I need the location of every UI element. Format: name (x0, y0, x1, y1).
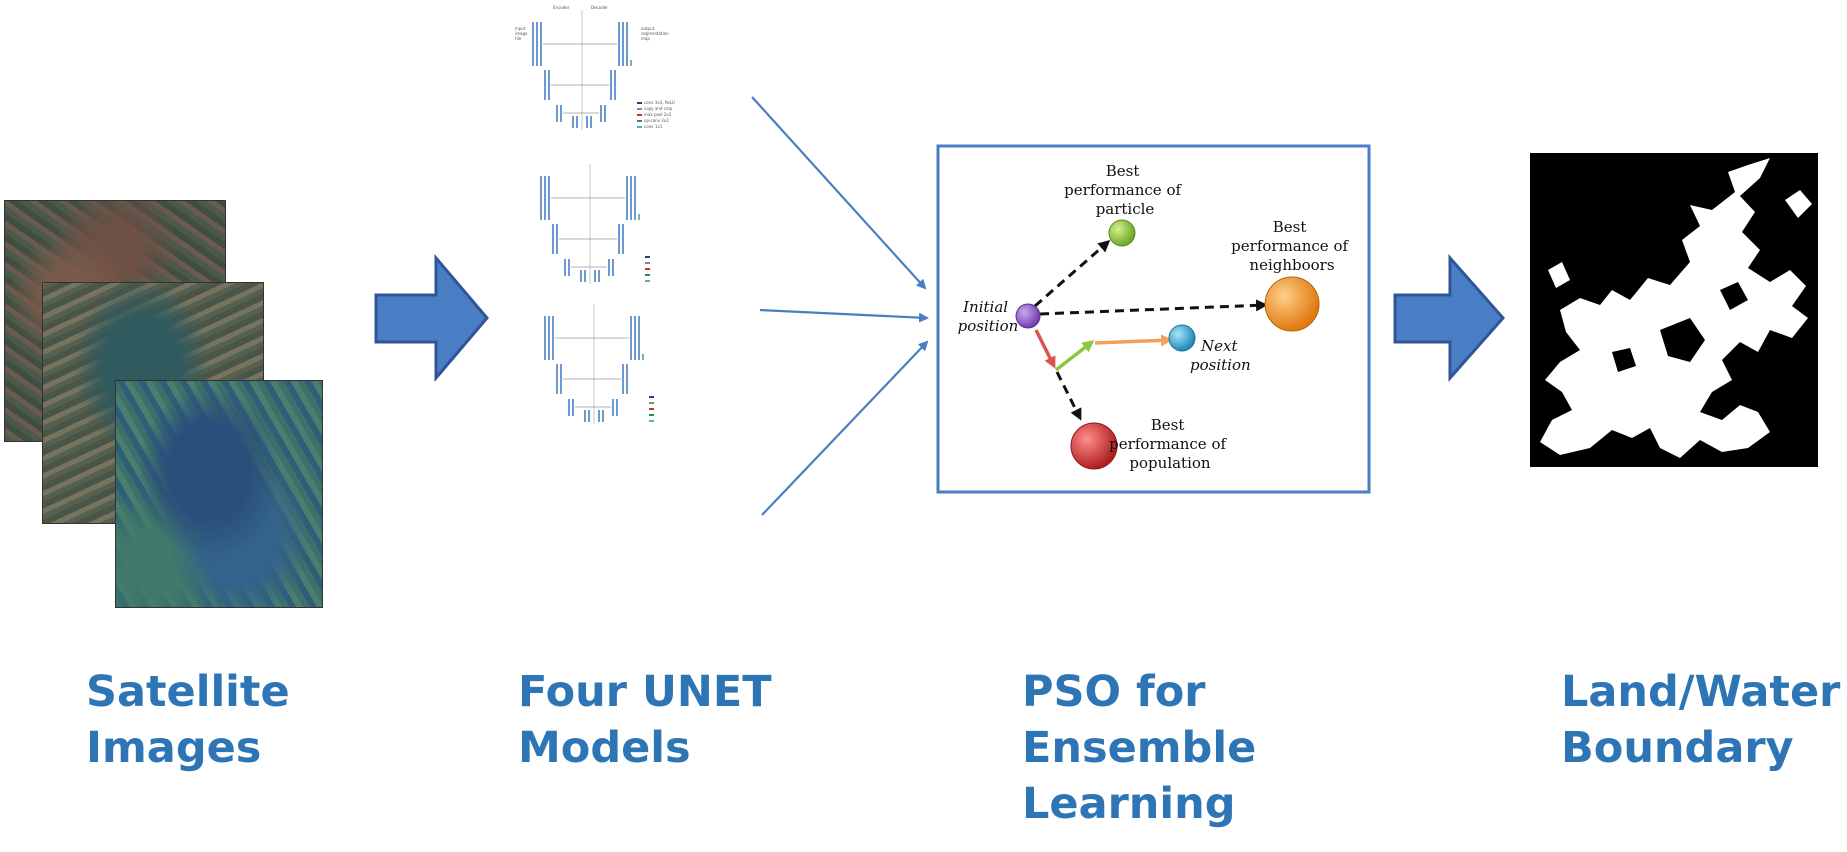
svg-text:output: output (641, 26, 655, 31)
particle-next (1168, 324, 1196, 352)
svg-text:tile: tile (515, 36, 522, 41)
svg-text:map: map (641, 36, 650, 41)
svg-text:segmentation: segmentation (641, 31, 669, 36)
label-pso-ensemble: PSO for Ensemble Learning (1022, 667, 1257, 829)
pso-text-best-particle: Best performance of particle (1064, 162, 1186, 218)
pso-text-next: Next position (1190, 337, 1251, 374)
flow-arrow-2 (1393, 254, 1506, 382)
particle-best-particle (1108, 219, 1136, 247)
svg-text:input: input (515, 26, 526, 31)
label-satellite-images: Satellite Images (86, 667, 290, 773)
pso-text-best-neighbors: Best performance of neighboors (1231, 218, 1353, 274)
particle-best-neighbors (1264, 276, 1320, 332)
unet-decoder-label: Decoder (591, 5, 608, 10)
unet-diagram-3 (544, 304, 654, 424)
unet-diagram-2 (540, 164, 650, 284)
land-water-map (1530, 153, 1818, 467)
unet-legend-3: max pool 2x2 (644, 112, 672, 117)
converge-arrow-mid (759, 308, 929, 323)
converge-arrow-bottom (761, 340, 929, 516)
pso-arrow-green (1054, 340, 1095, 372)
pso-arrow-to-neighbors (1039, 299, 1268, 316)
pso-arrow-red (1034, 329, 1056, 369)
pso-text-initial: Initial position (958, 298, 1019, 335)
unet-legend-5: conv 1x1 (644, 124, 663, 129)
satellite-image-3 (115, 380, 323, 608)
pso-arrow-to-population (1055, 371, 1082, 421)
unet-legend-2: copy and crop (644, 106, 673, 111)
particle-initial (1015, 303, 1041, 329)
pso-arrow-orange (1094, 334, 1173, 347)
pso-text-best-population: Best performance of population (1109, 416, 1231, 472)
label-land-water-boundary: Land/Water Boundary (1561, 667, 1841, 773)
label-four-unet-models: Four UNET Models (518, 667, 772, 773)
svg-text:image: image (515, 31, 528, 36)
unet-encoder-label: Encoder (553, 5, 570, 10)
pso-arrow-to-particle (1034, 240, 1111, 308)
flow-arrow-1 (374, 253, 489, 383)
unet-legend-4: up-conv 2x2 (644, 118, 669, 123)
unet-legend-1: conv 3x3, ReLU (644, 100, 675, 105)
particle-best-population (1070, 422, 1118, 470)
converge-arrow-top (751, 96, 927, 290)
